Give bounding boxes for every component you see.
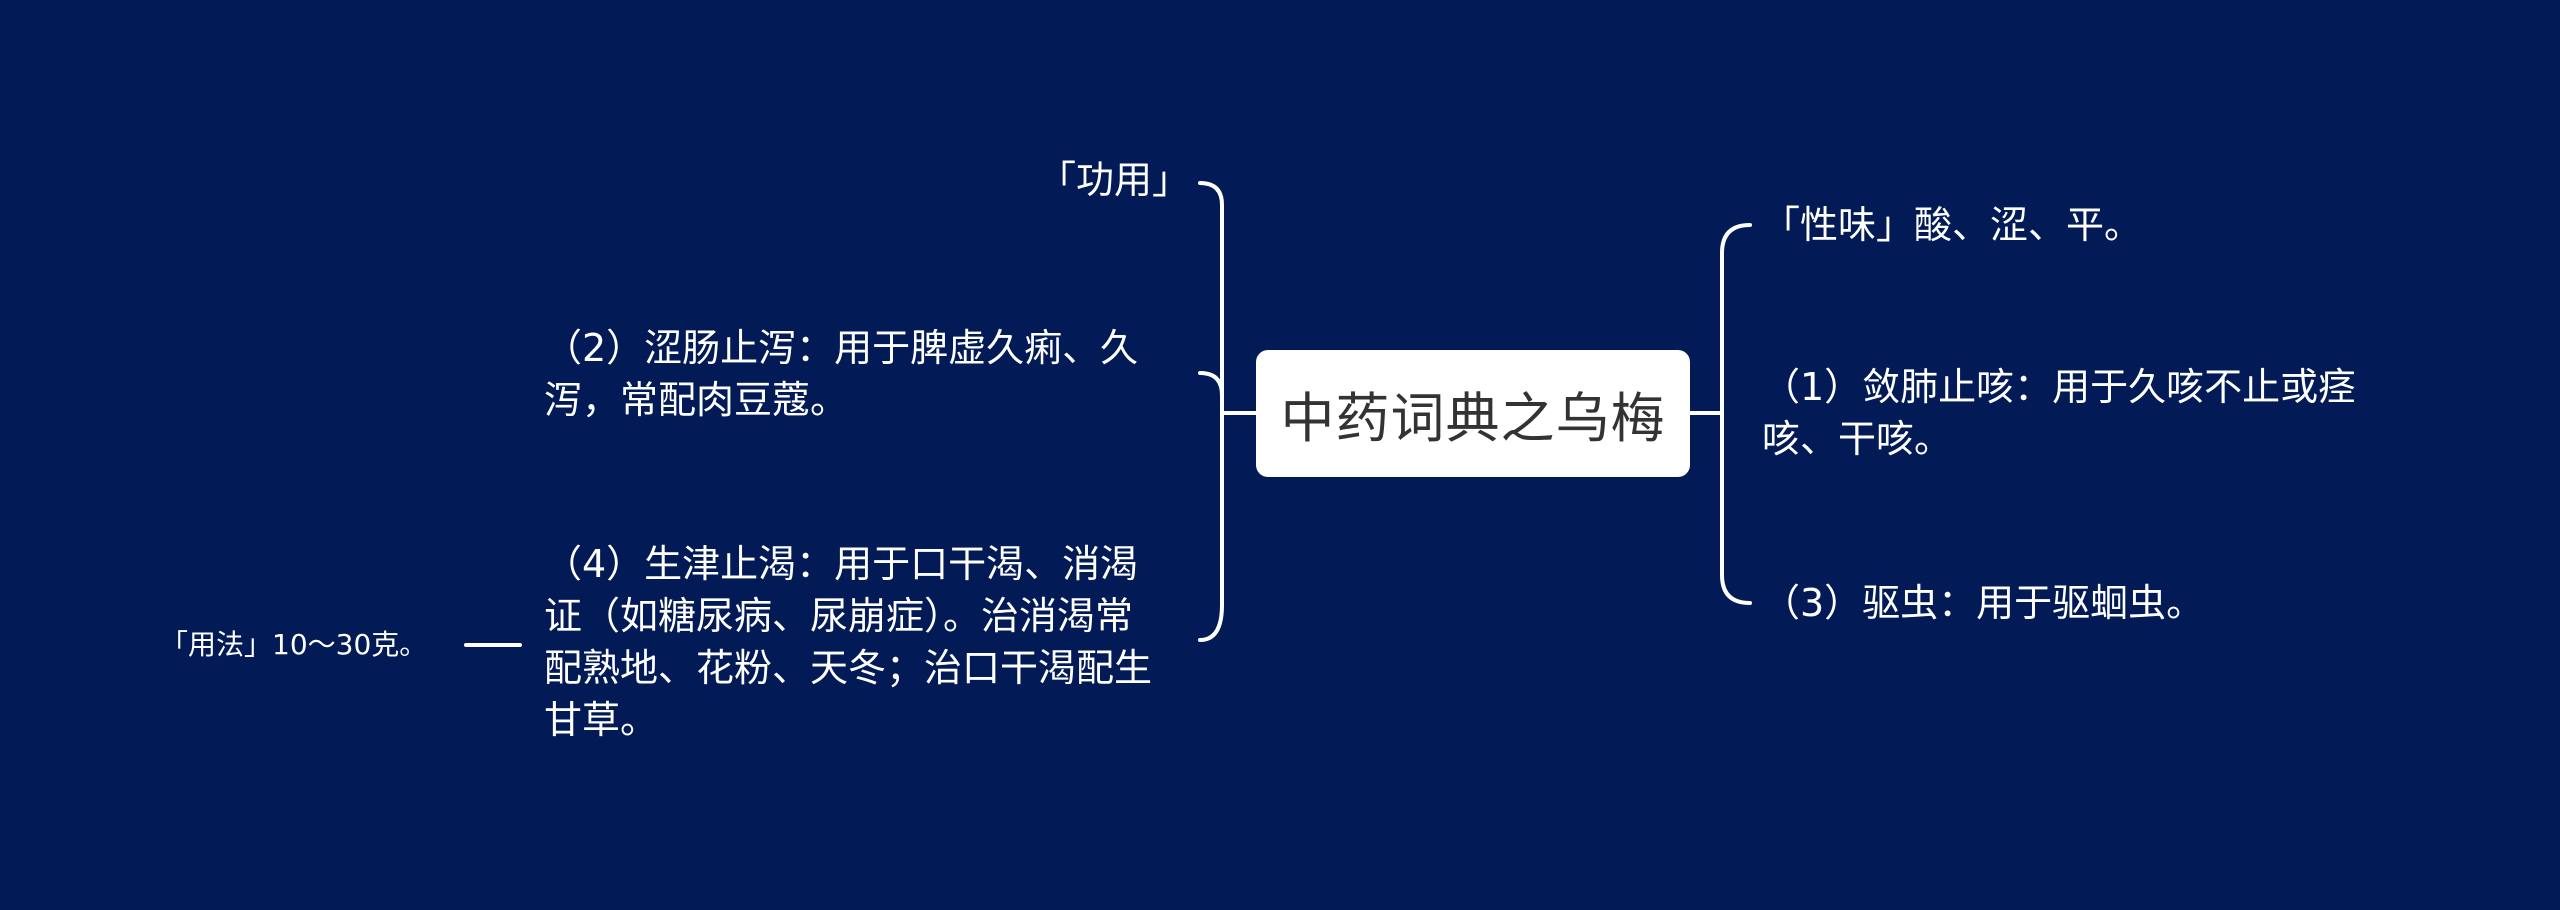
node-item-1[interactable]: （1）敛肺止咳：用于久咳不止或痉咳、干咳。 bbox=[1762, 365, 2357, 461]
node-yongfa[interactable]: 「用法」10～30克。 bbox=[160, 628, 428, 661]
node-xingwei[interactable]: 「性味」酸、涩、平。 bbox=[1762, 203, 2143, 247]
left-bracket-mid bbox=[1198, 371, 1224, 397]
node-item-2[interactable]: （2）涩肠止泻：用于脾虚久痢、久泻，常配肉豆蔻。 bbox=[544, 326, 1139, 422]
node-item-3[interactable]: （3）驱虫：用于驱蛔虫。 bbox=[1762, 581, 2205, 625]
left-bracket-top bbox=[1198, 181, 1224, 642]
central-topic[interactable]: 中药词典之乌梅 bbox=[1256, 350, 1690, 477]
right-bracket bbox=[1720, 223, 1752, 605]
node-item-4[interactable]: （4）生津止渴：用于口干渴、消渴证（如糖尿病、尿崩症）。治消渴常配熟地、花粉、天… bbox=[544, 542, 1153, 742]
node-gongyong[interactable]: 「功用」 bbox=[1037, 158, 1190, 202]
